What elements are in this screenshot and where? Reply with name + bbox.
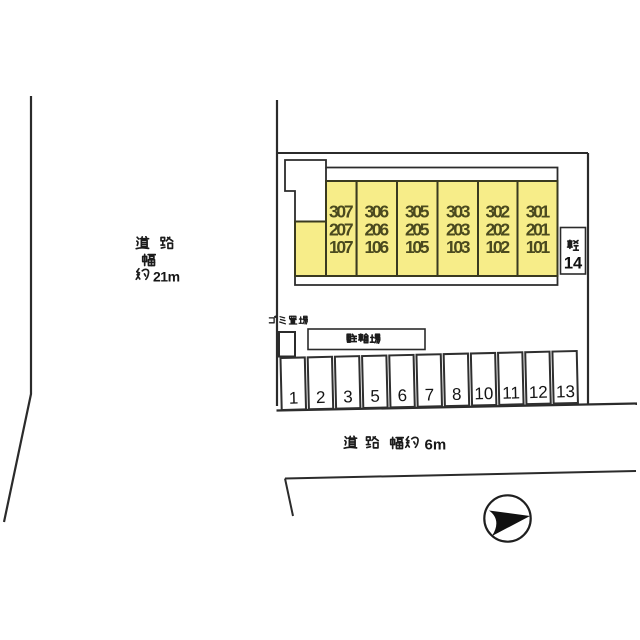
svg-text:106: 106 bbox=[365, 237, 390, 257]
svg-text:205: 205 bbox=[405, 219, 430, 239]
svg-text:201: 201 bbox=[526, 219, 551, 239]
svg-text:103: 103 bbox=[446, 237, 471, 257]
svg-text:6m: 6m bbox=[425, 437, 447, 454]
svg-text:6: 6 bbox=[397, 386, 407, 405]
svg-text:1: 1 bbox=[289, 389, 299, 408]
svg-text:302: 302 bbox=[486, 202, 511, 222]
svg-text:207: 207 bbox=[329, 219, 354, 239]
svg-text:2: 2 bbox=[316, 388, 326, 407]
svg-text:11: 11 bbox=[502, 383, 520, 402]
svg-text:305: 305 bbox=[405, 202, 430, 222]
svg-text:202: 202 bbox=[486, 219, 511, 239]
svg-text:3: 3 bbox=[343, 387, 353, 406]
svg-text:13: 13 bbox=[556, 382, 575, 401]
svg-text:101: 101 bbox=[526, 237, 551, 257]
svg-text:307: 307 bbox=[329, 202, 354, 222]
svg-text:206: 206 bbox=[365, 219, 390, 239]
svg-text:5: 5 bbox=[370, 387, 380, 406]
svg-text:21m: 21m bbox=[153, 269, 180, 285]
svg-text:306: 306 bbox=[365, 202, 390, 222]
svg-text:303: 303 bbox=[446, 202, 471, 222]
svg-text:203: 203 bbox=[446, 219, 471, 239]
svg-text:12: 12 bbox=[529, 383, 548, 402]
svg-text:107: 107 bbox=[329, 237, 354, 257]
svg-text:105: 105 bbox=[405, 237, 430, 257]
svg-text:8: 8 bbox=[452, 385, 462, 404]
svg-text:14: 14 bbox=[564, 255, 583, 273]
svg-text:7: 7 bbox=[425, 385, 435, 404]
svg-text:301: 301 bbox=[526, 202, 551, 222]
svg-text:102: 102 bbox=[486, 237, 511, 257]
svg-text:10: 10 bbox=[474, 384, 493, 403]
